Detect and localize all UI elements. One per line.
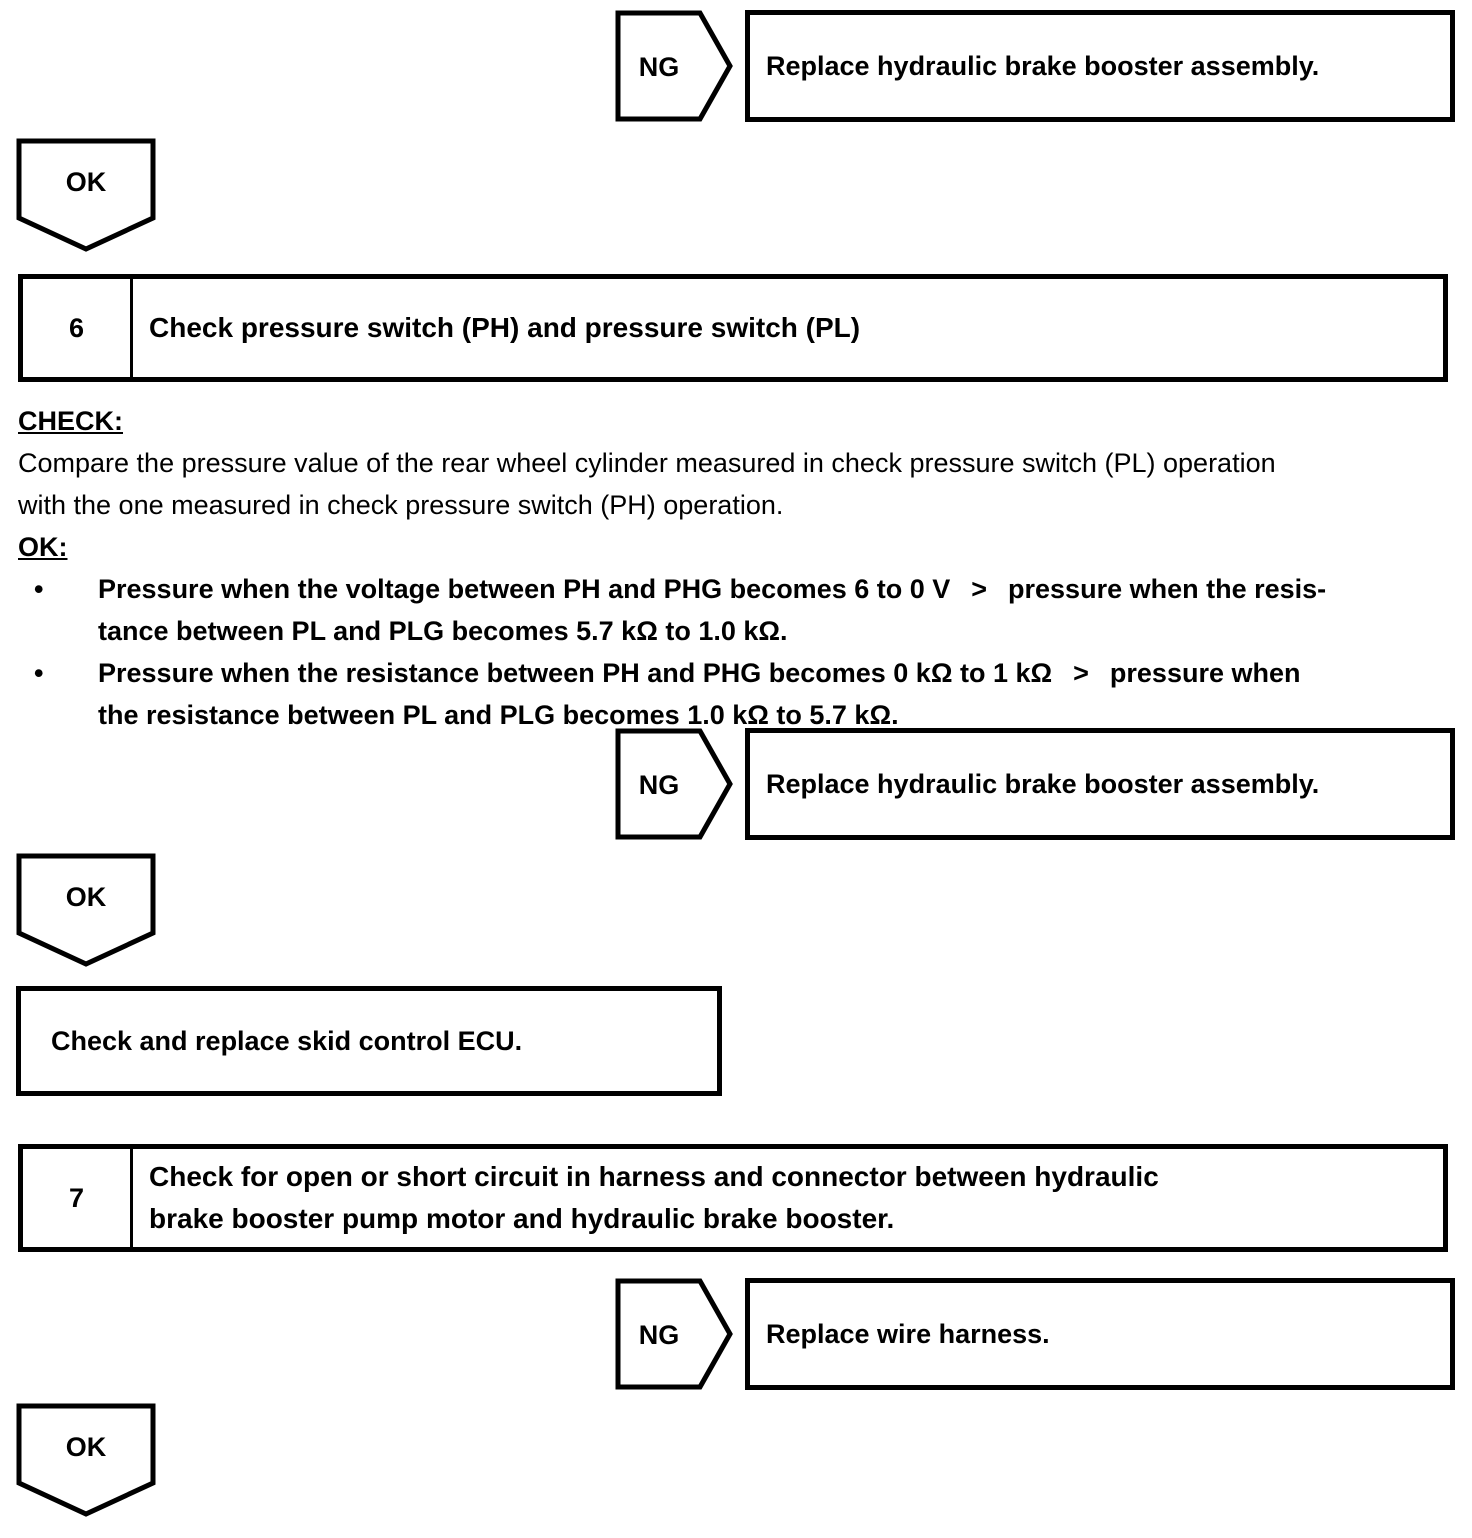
- ok-outcome-text: Check and replace skid control ECU.: [51, 1025, 523, 1056]
- ok-criteria-item: • Pressure when the resistance between P…: [18, 652, 1458, 736]
- ok-heading: OK:: [18, 532, 68, 562]
- ng-result-text: Replace wire harness.: [766, 1318, 1050, 1349]
- ng-pentagon-icon: NG: [615, 728, 733, 840]
- check-heading: CHECK:: [18, 406, 123, 436]
- ng-branch-2: NG Replace hydraulic brake booster assem…: [615, 728, 1455, 840]
- ng-pentagon-icon: NG: [615, 1278, 733, 1390]
- bullet-icon: •: [34, 658, 44, 688]
- ok-label: OK: [66, 882, 107, 912]
- ng-result-text: Replace hydraulic brake booster assembly…: [766, 768, 1320, 799]
- ok-pentagon-icon: OK: [16, 1403, 156, 1517]
- ok-label: OK: [66, 1432, 107, 1462]
- ok-criteria-text: Pressure when the resistance between PH …: [98, 658, 1301, 730]
- step-6-header: 6 Check pressure switch (PH) and pressur…: [18, 274, 1448, 382]
- ng-result-box: Replace hydraulic brake booster assembly…: [745, 10, 1455, 122]
- ok-pentagon-icon: OK: [16, 853, 156, 967]
- ng-result-text: Replace hydraulic brake booster assembly…: [766, 50, 1320, 81]
- step-number: 7: [23, 1149, 133, 1247]
- ng-pentagon-icon: NG: [615, 10, 733, 122]
- step-title: Check for open or short circuit in harne…: [149, 1161, 1159, 1234]
- ng-branch-3: NG Replace wire harness.: [615, 1278, 1455, 1390]
- ok-pentagon-icon: OK: [16, 138, 156, 252]
- ng-result-box: Replace wire harness.: [745, 1278, 1455, 1390]
- ng-label: NG: [639, 770, 680, 800]
- ok-criteria-text: Pressure when the voltage between PH and…: [98, 574, 1327, 646]
- bullet-icon: •: [34, 574, 44, 604]
- ok-criteria-item: • Pressure when the voltage between PH a…: [18, 568, 1458, 652]
- ok-label: OK: [66, 167, 107, 197]
- ng-branch-1: NG Replace hydraulic brake booster assem…: [615, 10, 1455, 122]
- step-title: Check pressure switch (PH) and pressure …: [149, 312, 861, 343]
- ng-label: NG: [639, 1320, 680, 1350]
- check-section: CHECK: Compare the pressure value of the…: [18, 400, 1458, 736]
- ng-result-box: Replace hydraulic brake booster assembly…: [745, 728, 1455, 840]
- step-number: 6: [23, 279, 133, 377]
- step-7-header: 7 Check for open or short circuit in har…: [18, 1144, 1448, 1252]
- ok-outcome-box: Check and replace skid control ECU.: [16, 986, 722, 1096]
- check-paragraph: Compare the pressure value of the rear w…: [18, 448, 1276, 520]
- ng-label: NG: [639, 52, 680, 82]
